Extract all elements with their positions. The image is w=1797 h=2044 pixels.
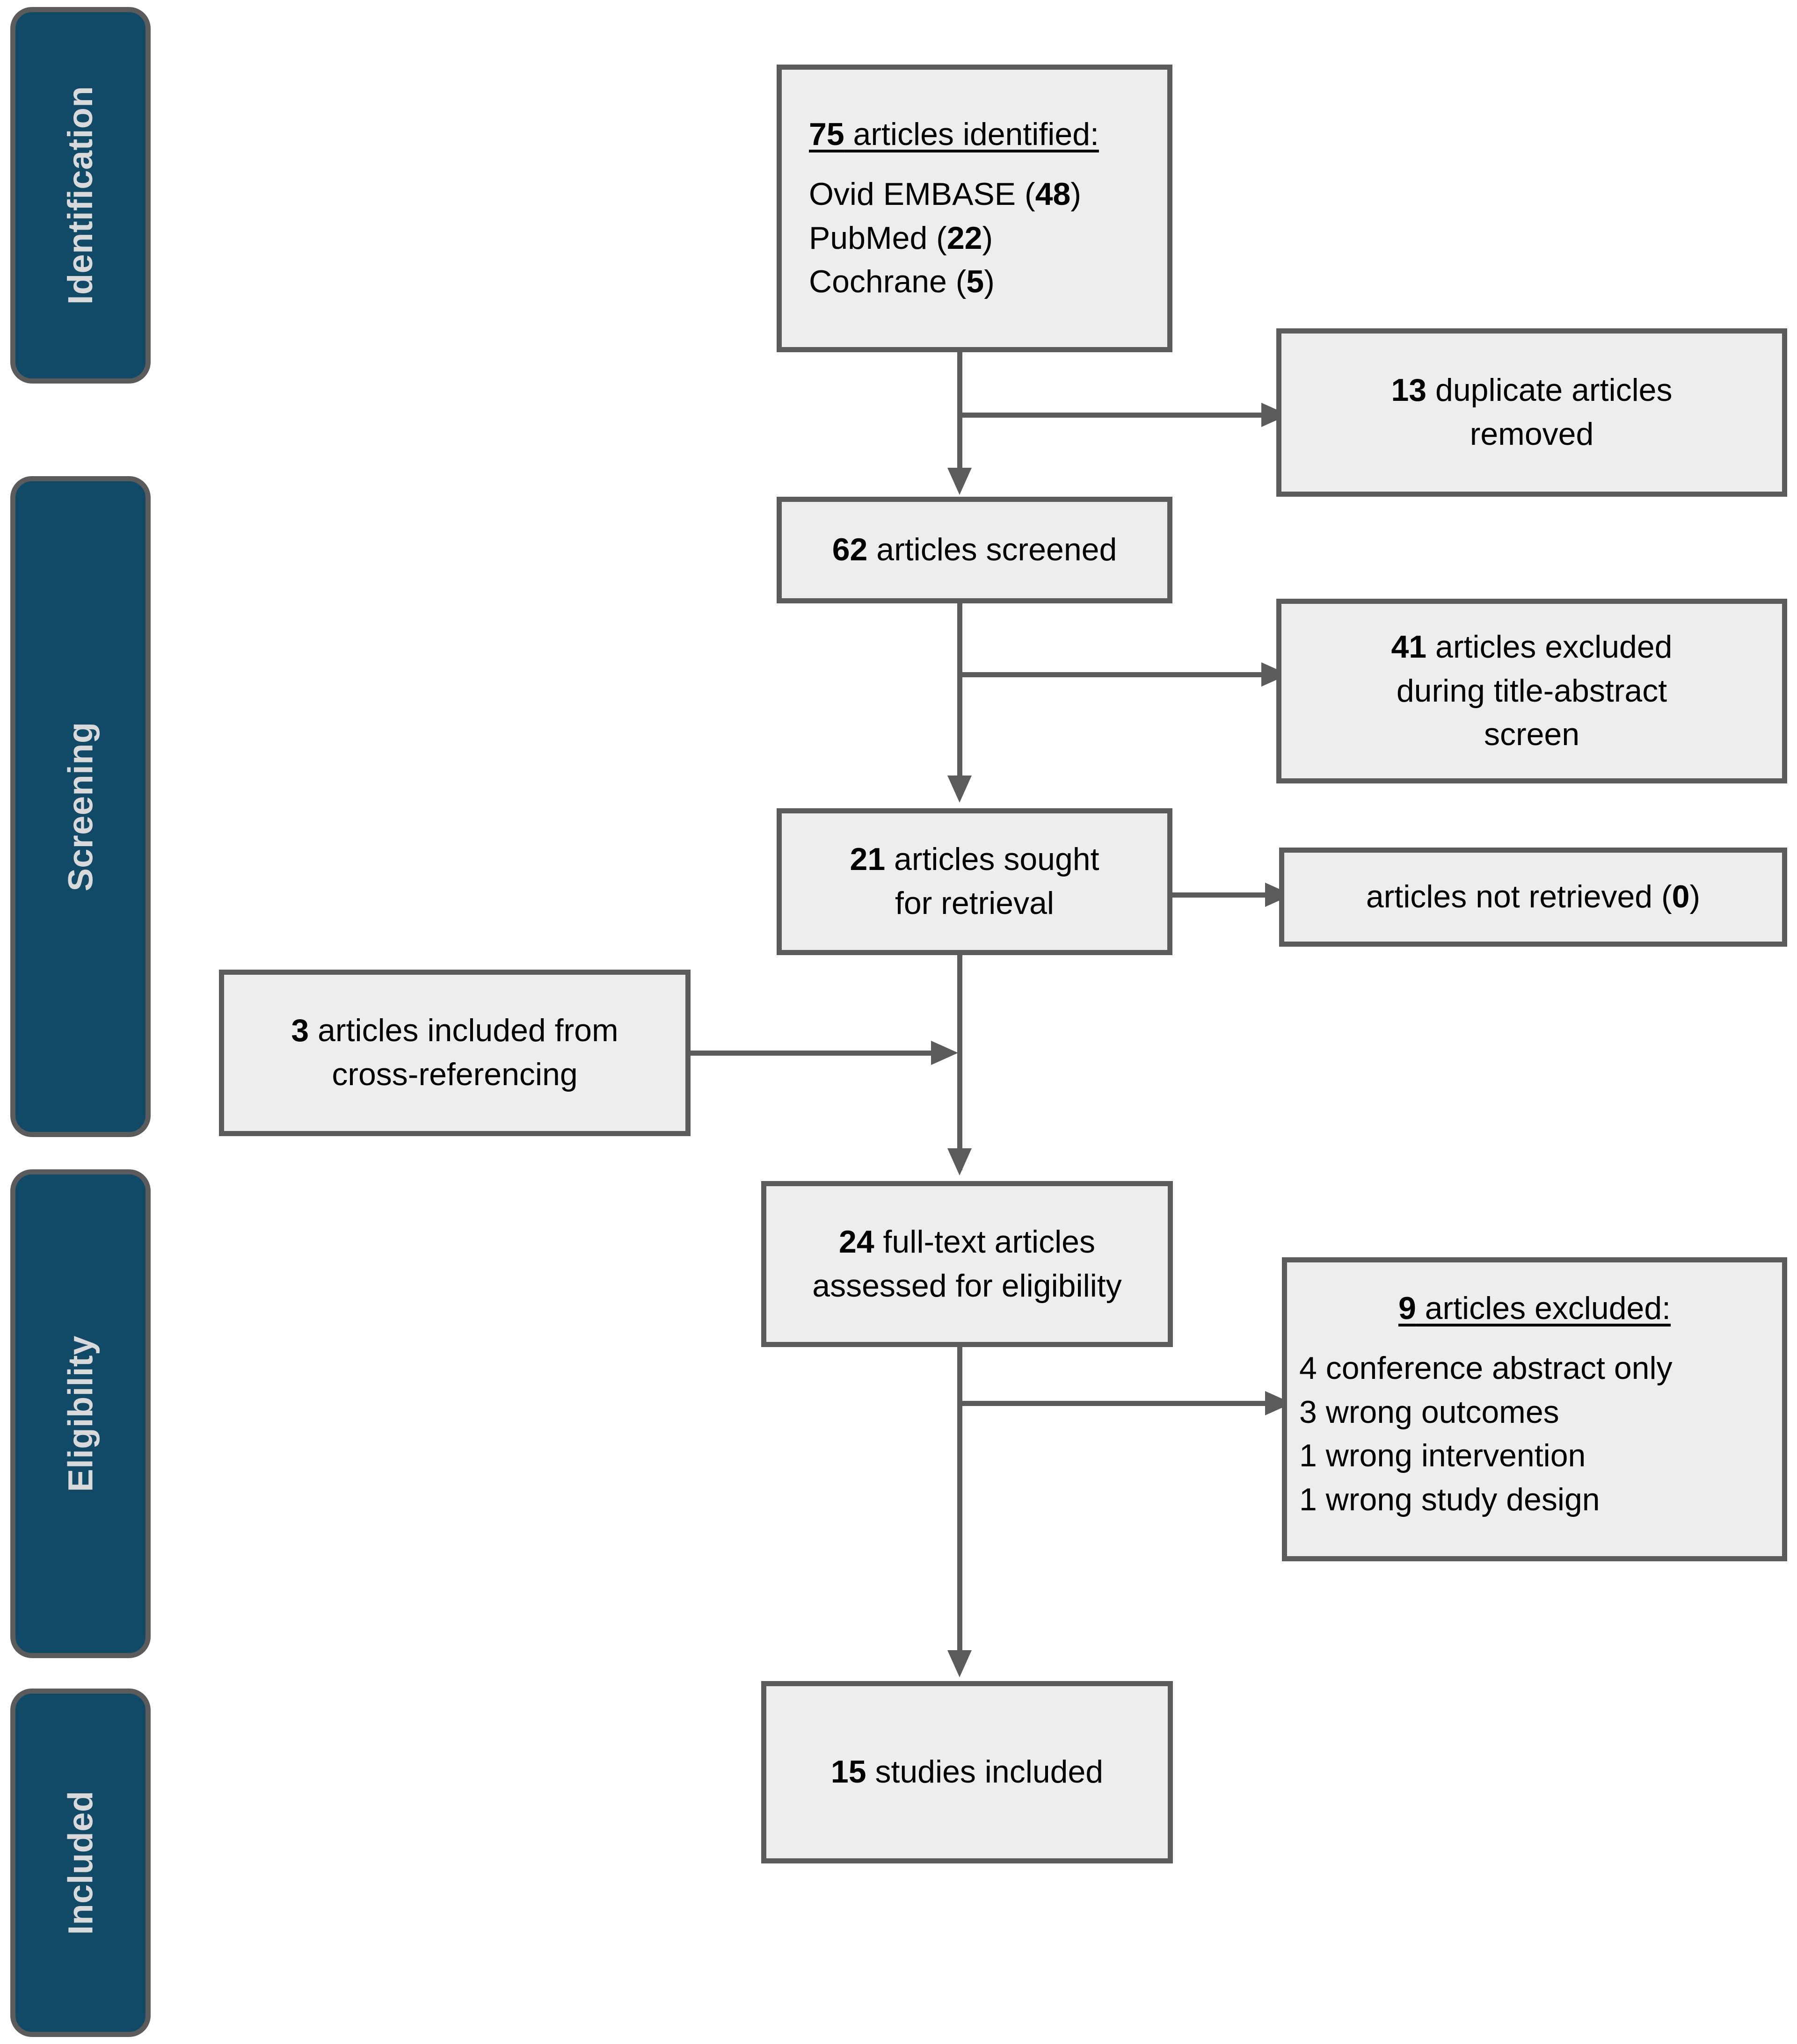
articles-identified-header-rest: articles identified: [844,116,1099,152]
excluded-fulltext-header: 9 articles excluded: [1398,1287,1671,1331]
articles-not-retrieved-count: 0 [1672,879,1690,915]
excluded-reason-conference-abstract-text: conference abstract only [1317,1350,1673,1386]
cross-referencing-rest: articles included from [309,1013,618,1049]
connector-fulltext-to-excluded [957,1401,1270,1406]
connector-identified-to-duplicates [957,413,1266,418]
connector-fulltext-to-included [957,1347,962,1670]
node-duplicates-removed: 13 duplicate articles removed [1276,328,1787,497]
arrowhead-screened-to-sought [947,776,972,803]
fulltext-assessed-line2: assessed for eligibility [812,1268,1122,1304]
node-excluded-fulltext: 9 articles excluded: 4 conference abstra… [1282,1257,1787,1561]
node-cross-referencing: 3 articles included from cross-referenci… [219,970,691,1136]
source-pubmed-count: 22 [946,220,982,256]
duplicates-removed-line2: removed [1470,416,1594,452]
node-excluded-title-abstract: 41 articles excluded during title-abstra… [1276,599,1787,783]
excluded-reason-wrong-intervention-count: 1 [1299,1438,1317,1474]
node-fulltext-assessed: 24 full-text articles assessed for eligi… [761,1181,1173,1347]
source-cochrane-count: 5 [966,264,984,300]
excluded-reason-wrong-outcomes-text: wrong outcomes [1317,1394,1559,1430]
studies-included-rest: studies included [866,1754,1104,1790]
studies-included-line: 15 studies included [831,1750,1103,1794]
stage-identification: Identification [10,7,151,384]
articles-screened-count: 62 [832,532,868,568]
arrowhead-crossref-to-main [931,1041,958,1065]
fulltext-assessed-line1: 24 full-text articles [839,1220,1095,1264]
arrowhead-fulltext-to-included [947,1650,972,1677]
stage-identification-label: Identification [61,86,100,305]
sought-for-retrieval-rest: articles sought [885,841,1099,877]
excluded-reason-wrong-study-design-text: wrong study design [1317,1482,1600,1518]
source-pubmed-name: PubMed [809,220,928,256]
excluded-reason-wrong-study-design: 1 wrong study design [1299,1478,1770,1522]
excluded-reason-wrong-intervention-text: wrong intervention [1317,1438,1586,1474]
duplicates-removed-count: 13 [1391,372,1427,408]
fulltext-assessed-count: 24 [839,1224,874,1260]
excluded-reason-conference-abstract-count: 4 [1299,1350,1317,1386]
excluded-fulltext-header-rest: articles excluded: [1416,1290,1671,1326]
excluded-reason-wrong-intervention: 1 wrong intervention [1299,1434,1770,1478]
stage-included: Included [10,1689,151,2037]
excluded-fulltext-reason-list: 4 conference abstract only 3 wrong outco… [1299,1347,1770,1522]
source-cochrane: Cochrane (5) [809,264,995,300]
connector-sought-to-not-retrieved [1171,892,1270,898]
stage-eligibility: Eligibility [10,1169,151,1658]
excluded-title-abstract-line3: screen [1484,717,1580,753]
studies-included-count: 15 [830,1754,866,1790]
node-articles-identified: 75 articles identified: Ovid EMBASE (48)… [777,65,1172,352]
cross-referencing-line2: cross-referencing [332,1057,578,1092]
duplicates-removed-rest: duplicate articles [1426,372,1673,408]
excluded-reason-wrong-outcomes-count: 3 [1299,1394,1317,1430]
articles-not-retrieved-line: articles not retrieved (0) [1366,875,1700,919]
excluded-reason-conference-abstract: 4 conference abstract only [1299,1347,1770,1391]
excluded-fulltext-count: 9 [1398,1290,1416,1326]
source-ovid-embase-name: Ovid EMBASE [809,176,1016,212]
stage-included-label: Included [61,1790,100,1935]
duplicates-removed-line1: 13 duplicate articles [1391,369,1672,413]
node-sought-for-retrieval: 21 articles sought for retrieval [777,808,1172,955]
cross-referencing-line1: 3 articles included from [291,1009,618,1053]
connector-screened-to-sought [957,603,962,795]
source-pubmed: PubMed (22) [809,220,993,256]
excluded-title-abstract-line2: during title-abstract [1396,673,1667,709]
connector-sought-to-fulltext [957,955,962,1170]
source-ovid-embase-count: 48 [1035,176,1071,212]
articles-screened-line: 62 articles screened [832,528,1117,572]
sought-for-retrieval-line1: 21 articles sought [850,838,1099,882]
connector-identified-to-screened [957,351,962,488]
fulltext-assessed-rest: full-text articles [874,1224,1095,1260]
node-articles-screened: 62 articles screened [777,497,1172,603]
articles-not-retrieved-prefix: articles not retrieved ( [1366,879,1672,915]
articles-not-retrieved-suffix: ) [1689,879,1701,915]
source-cochrane-name: Cochrane [809,264,947,300]
excluded-title-abstract-rest: articles excluded [1426,629,1673,665]
excluded-title-abstract-line1: 41 articles excluded [1391,625,1672,669]
articles-screened-rest: articles screened [867,532,1117,568]
cross-referencing-count: 3 [291,1013,309,1049]
excluded-reason-wrong-study-design-count: 1 [1299,1482,1317,1518]
node-articles-not-retrieved: articles not retrieved (0) [1279,848,1787,947]
connector-crossref-to-main [686,1051,934,1056]
stage-eligibility-label: Eligibility [61,1335,100,1492]
stage-screening: Screening [10,476,151,1137]
excluded-title-abstract-count: 41 [1391,629,1427,665]
sought-for-retrieval-count: 21 [850,841,886,877]
node-studies-included: 15 studies included [761,1681,1173,1863]
sought-for-retrieval-line2: for retrieval [895,885,1055,921]
connector-screened-to-excluded [957,672,1266,677]
source-ovid-embase: Ovid EMBASE (48) [809,176,1081,212]
articles-identified-count: 75 [809,116,844,152]
articles-identified-header: 75 articles identified: [809,113,1099,157]
stage-screening-label: Screening [61,722,100,892]
arrowhead-sought-to-fulltext [947,1148,972,1175]
arrowhead-identified-to-screened [947,468,972,495]
excluded-reason-wrong-outcomes: 3 wrong outcomes [1299,1391,1770,1435]
